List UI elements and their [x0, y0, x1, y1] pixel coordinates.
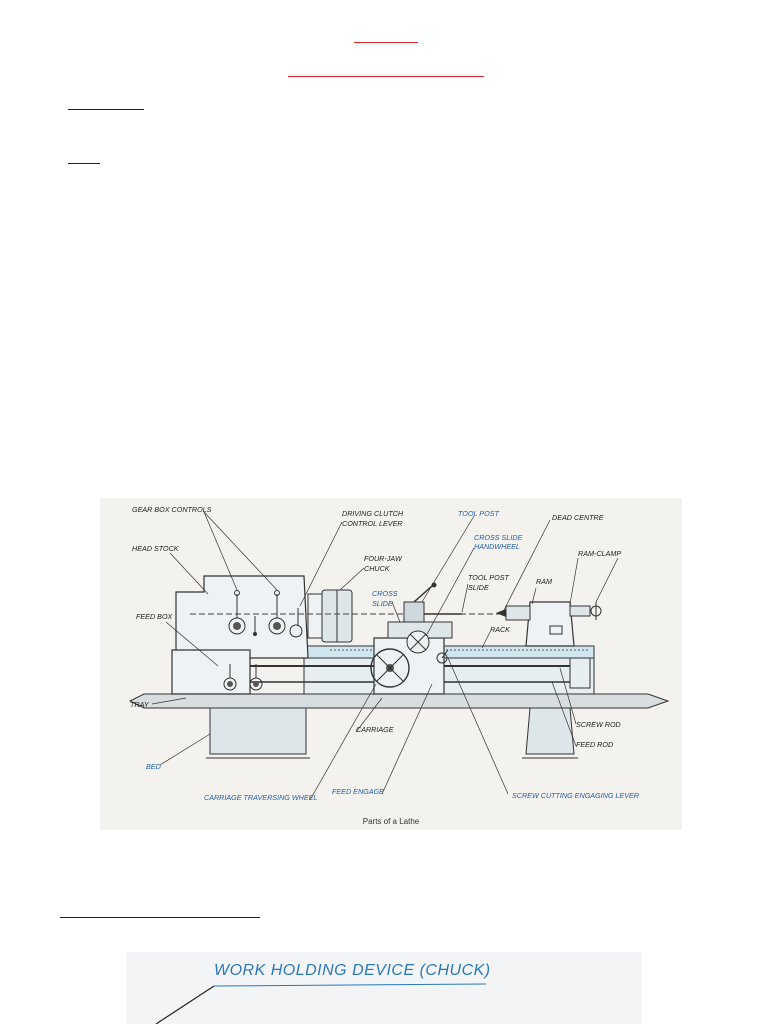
label-feed-rod: FEED ROD: [576, 740, 613, 749]
label-feed-box: FEED BOX: [136, 612, 174, 621]
label-tool-post-slide-2: SLIDE: [468, 583, 489, 592]
label-bed: BED: [146, 762, 161, 771]
label-screw-cutting-engaging-lever: SCREW CUTTING ENGAGING LEVER: [512, 791, 639, 800]
lathe-diagram: GEAR BOX CONTROLS HEAD STOCK FEED BOX TR…: [128, 505, 670, 826]
label-four-jaw-1: FOUR-JAW: [364, 554, 403, 563]
label-cross-slide-handwheel-1: CROSS SLIDE: [474, 533, 523, 542]
label-cross-slide-2: SLIDE: [372, 599, 393, 608]
label-dead-centre: DEAD CENTRE: [552, 513, 604, 522]
label-feed-engage: FEED ENGAGE: [332, 787, 384, 796]
label-carriage: CARRIAGE: [356, 725, 394, 734]
chuck-figure: WORK HOLDING DEVICE (CHUCK): [126, 952, 642, 1024]
section2-underline: [60, 917, 260, 918]
label-gear-box-controls: GEAR BOX CONTROLS: [132, 505, 212, 514]
label-four-jaw-2: CHUCK: [364, 564, 391, 573]
chuck-figure-leader: [155, 983, 487, 1024]
figure-caption: Parts of a Lathe: [363, 817, 420, 826]
label-tool-post: TOOL POST: [458, 509, 499, 518]
label-tool-post-slide-1: TOOL POST: [468, 573, 509, 582]
label-ram-clamp: RAM-CLAMP: [578, 549, 621, 558]
label-driving-clutch-2: CONTROL LEVER: [342, 519, 403, 528]
label-cross-slide-1: CROSS: [372, 589, 398, 598]
subheading-underline: [288, 76, 484, 77]
label-driving-clutch-1: DRIVING CLUTCH: [342, 509, 404, 518]
label-carriage-traversing-wheel: CARRIAGE TRAVERSING WHEEL: [204, 793, 317, 802]
label-screw-rod: SCREW ROD: [576, 720, 621, 729]
label-cross-slide-handwheel-2: HANDWHEEL: [474, 542, 520, 551]
label-head-stock: HEAD STOCK: [132, 544, 180, 553]
lathe-figure: GEAR BOX CONTROLS HEAD STOCK FEED BOX TR…: [100, 498, 682, 830]
subsection-underline: [68, 163, 100, 164]
label-rack: RACK: [490, 625, 511, 634]
chuck-figure-title: WORK HOLDING DEVICE (CHUCK): [214, 962, 491, 979]
heading-underline: [354, 42, 418, 43]
label-ram: RAM: [536, 577, 552, 586]
label-tray: TRAY: [130, 700, 150, 709]
section-underline: [68, 109, 144, 110]
